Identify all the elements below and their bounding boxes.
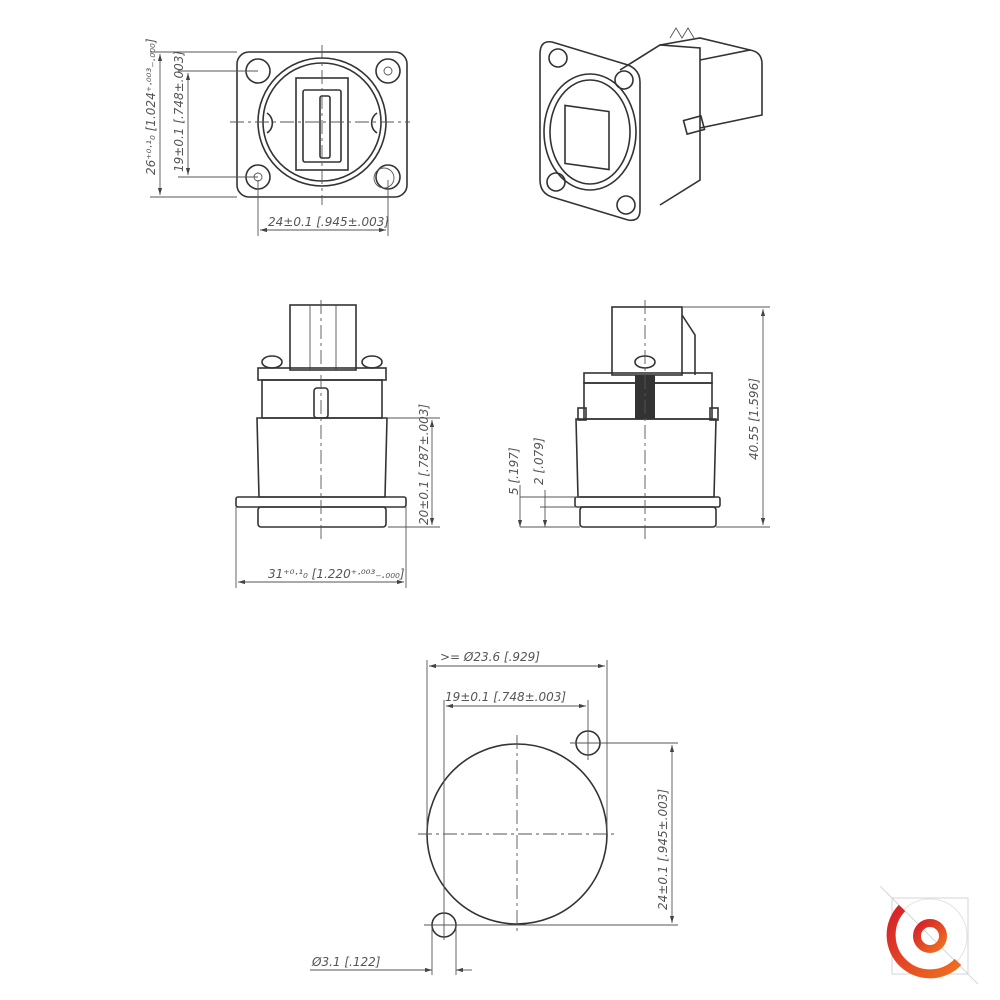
cutout-diameter-dim: >= Ø23.6 [.929] xyxy=(440,650,540,664)
cutout-hole-spacing-v-dim: 24±0.1 [.945±.003] xyxy=(656,789,670,910)
front-hole-spacing-dim: 19±0.1 [.748±.003] xyxy=(172,51,186,172)
flange-thickness-dim: 2 [.079] xyxy=(532,437,546,485)
total-length-dim: 40.55 [1.596] xyxy=(747,378,761,460)
front-height-dim: 26⁺⁰·¹₀ [1.024⁺·⁰⁰³₋.₀₀₀] xyxy=(144,38,158,175)
isometric-view xyxy=(539,27,763,222)
front-width-dim: 24±0.1 [.945±.003] xyxy=(268,215,389,229)
cutout-hole-spacing-h-dim: 19±0.1 [.748±.003] xyxy=(445,690,566,704)
side-width-dim: 31⁺⁰·¹₀ [1.220⁺·⁰⁰³₋.₀₀₀] xyxy=(268,567,405,581)
side-view-left: 20±0.1 [.787±.003] 31⁺⁰·¹₀ [1.220⁺·⁰⁰³₋.… xyxy=(235,300,440,588)
front-view: 24±0.1 [.945±.003] 26⁺⁰·¹₀ [1.024⁺·⁰⁰³₋.… xyxy=(144,38,410,236)
brand-mark-icon xyxy=(373,167,395,189)
flange-dim: 5 [.197] xyxy=(507,447,521,495)
cutout-hole-diameter-dim: Ø3.1 [.122] xyxy=(311,955,381,969)
side-view-right: 5 [.197] 2 [.079] 40.55 [1.596] xyxy=(507,300,770,540)
side-depth-dim: 20±0.1 [.787±.003] xyxy=(417,404,431,525)
panel-cutout: >= Ø23.6 [.929] 19±0.1 [.748±.003] 24±0.… xyxy=(310,650,678,975)
brand-logo xyxy=(879,885,979,985)
